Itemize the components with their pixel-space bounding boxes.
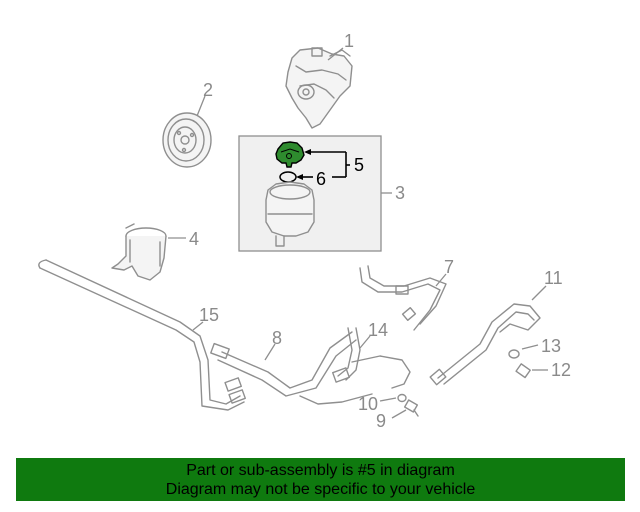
callout-3: 3 xyxy=(395,183,405,203)
callout-14: 14 xyxy=(368,320,388,340)
callout-5-bracket xyxy=(304,149,350,177)
leader-8 xyxy=(264,343,276,361)
parts-diagram: 1 2 3 5 6 xyxy=(38,31,571,431)
callout-2: 2 xyxy=(203,80,213,100)
callout-5: 5 xyxy=(354,155,364,175)
info-banner: Part or sub-assembly is #5 in diagram Di… xyxy=(16,458,625,501)
leader-1 xyxy=(327,47,344,61)
callout-7: 7 xyxy=(444,257,454,277)
return-hose[interactable] xyxy=(359,265,447,331)
leader-15 xyxy=(192,321,204,331)
power-steering-pump[interactable] xyxy=(285,47,353,129)
pressure-hose[interactable] xyxy=(210,331,373,405)
bolt-9[interactable] xyxy=(403,399,419,417)
banner-line-2: Diagram may not be specific to your vehi… xyxy=(165,480,476,498)
pulley[interactable] xyxy=(162,112,212,168)
banner-line-1: Part or sub-assembly is #5 in diagram xyxy=(186,461,455,479)
callout-4: 4 xyxy=(189,229,199,249)
callout-8: 8 xyxy=(272,328,282,348)
washer-10[interactable] xyxy=(397,393,407,403)
reservoir-bracket[interactable] xyxy=(111,223,167,281)
callout-6: 6 xyxy=(316,169,326,189)
leader-13 xyxy=(521,344,539,350)
feed-hose[interactable] xyxy=(332,327,411,389)
reservoir-cap-highlighted[interactable] xyxy=(275,141,305,168)
leader-14 xyxy=(359,335,371,349)
leader-2 xyxy=(196,95,206,117)
return-line[interactable] xyxy=(429,303,541,386)
fitting-12[interactable] xyxy=(515,363,531,379)
callout-15: 15 xyxy=(199,305,219,325)
leader-10 xyxy=(379,397,397,402)
callout-9: 9 xyxy=(376,411,386,431)
leader-11 xyxy=(531,285,547,301)
callout-10: 10 xyxy=(358,394,378,414)
leader-6 xyxy=(296,174,346,180)
callout-13: 13 xyxy=(541,336,561,356)
washer-13[interactable] xyxy=(508,349,520,359)
cooler-line[interactable] xyxy=(38,259,246,411)
callout-12: 12 xyxy=(551,360,571,380)
reservoir-body xyxy=(265,181,315,247)
leader-9 xyxy=(391,409,407,419)
callout-1: 1 xyxy=(344,31,354,51)
leader-7 xyxy=(435,273,447,287)
callout-11: 11 xyxy=(544,268,563,288)
